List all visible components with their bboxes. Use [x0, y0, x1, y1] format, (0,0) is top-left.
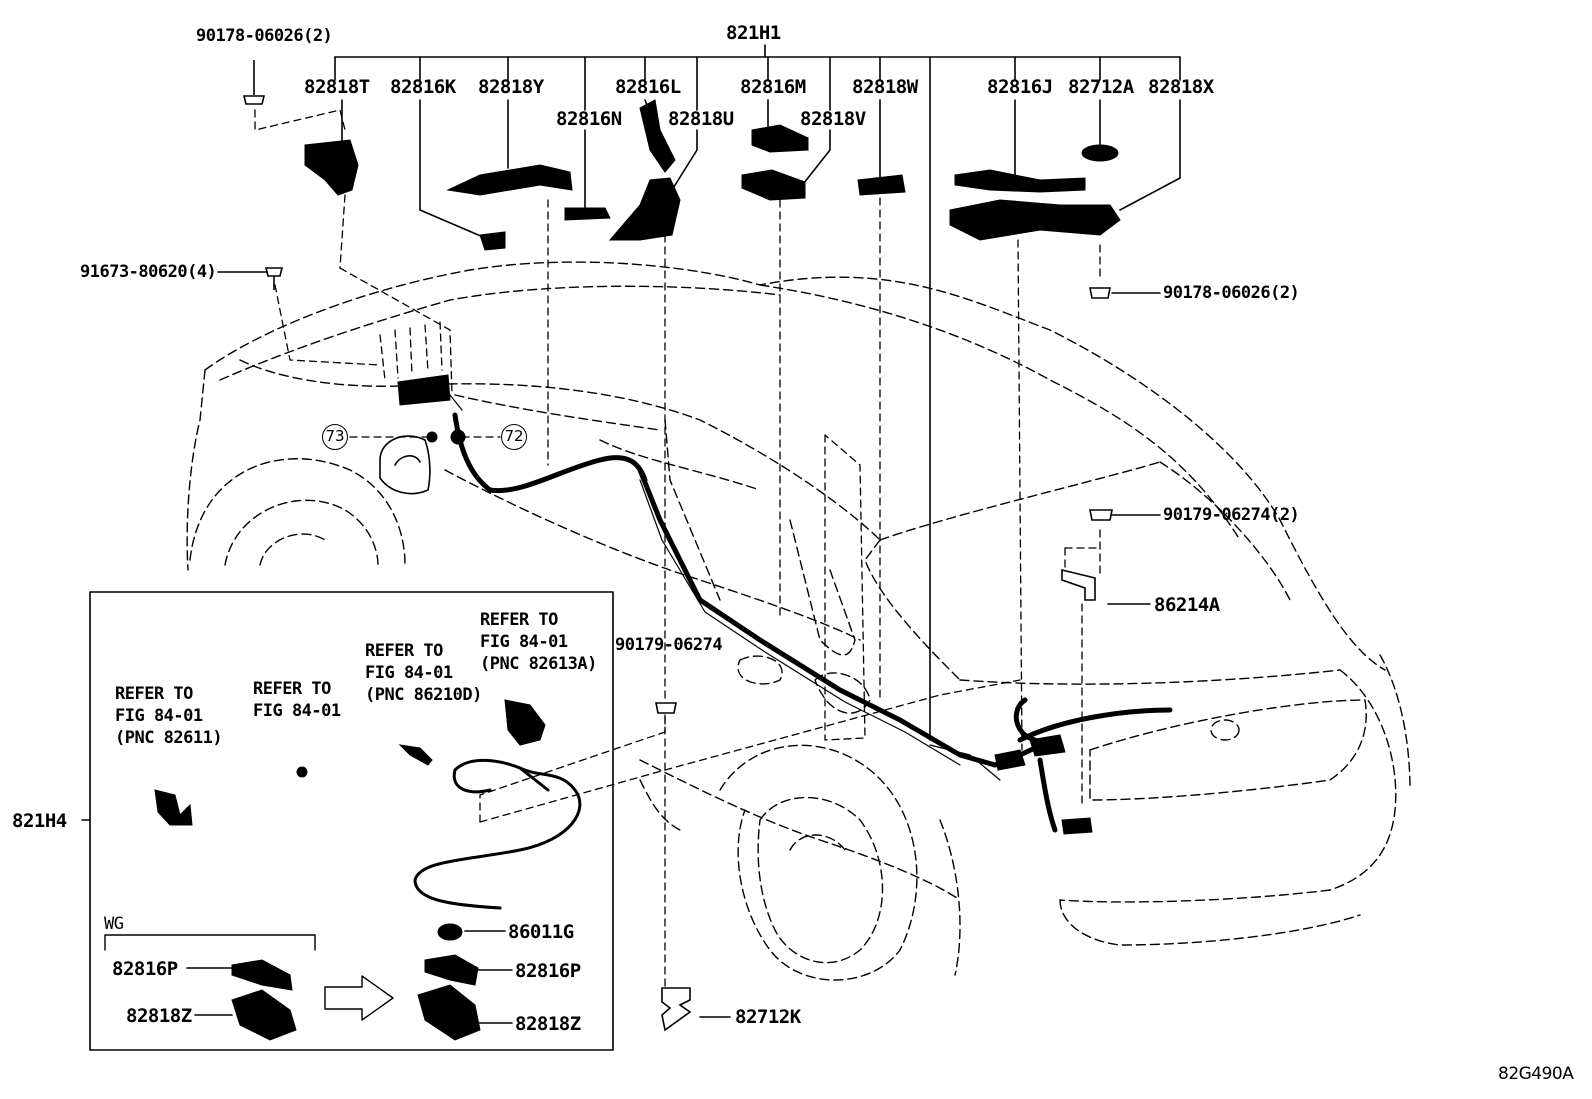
label-82818t: 82818T	[304, 76, 370, 98]
side-mirror	[379, 435, 431, 495]
label-82816j: 82816J	[987, 76, 1053, 98]
group-label-821h1: 821H1	[726, 22, 781, 44]
part-82816j-shape	[954, 169, 1086, 193]
label-82818z-left: 82818Z	[126, 1005, 192, 1027]
group-bracket-821h1	[334, 44, 1181, 741]
label-82816k: 82816K	[390, 76, 456, 98]
inset-part-82613a	[504, 699, 546, 746]
label-assembly-821h4: 821H4	[12, 810, 67, 832]
part-82816m-shape	[751, 124, 809, 153]
label-clip-right-mid: 90179-06274(2)	[1163, 505, 1300, 525]
part-82818v-shape	[741, 169, 806, 201]
label-clip-top-left: 90178-06026(2)	[196, 26, 333, 46]
label-82818z-right: 82818Z	[515, 1013, 581, 1035]
filled-parts	[154, 99, 1121, 1041]
callout-72: 72	[501, 424, 527, 450]
label-bracket-86214a: 86214A	[1154, 594, 1220, 616]
label-82818x: 82818X	[1148, 76, 1214, 98]
inset-part-82611	[154, 789, 193, 826]
note-refer-82613a: REFER TO FIG 84-01 (PNC 82613A)	[480, 610, 597, 674]
dashed-connections	[254, 109, 1101, 1001]
connector-72	[450, 429, 466, 445]
part-82818t-shape	[304, 139, 359, 196]
label-grommet-82712k: 82712K	[735, 1006, 801, 1028]
part-82818z-right-shape	[417, 984, 481, 1041]
part-82816n-shape	[564, 207, 611, 221]
vehicle-body-outline	[186, 261, 1411, 946]
tail-lights	[737, 655, 1367, 801]
wg-bracket	[104, 934, 316, 951]
wheel-front	[189, 458, 406, 566]
label-82712a: 82712A	[1068, 76, 1134, 98]
label-clip-center: 90179-06274	[615, 635, 723, 655]
part-82816k-shape	[479, 231, 506, 251]
callout-73: 73	[322, 424, 348, 450]
inset-frame	[89, 591, 614, 1051]
label-clip-right-upper: 90178-06026(2)	[1163, 283, 1300, 303]
figure-id: 82G490A	[1498, 1064, 1574, 1084]
label-wg: WG	[104, 914, 124, 934]
harness-outline	[449, 394, 1001, 781]
label-82818y: 82818Y	[478, 76, 544, 98]
part-82712a-shape	[1081, 144, 1119, 162]
harness-front-block	[397, 374, 451, 406]
note-refer-86210d: REFER TO FIG 84-01 (PNC 86210D)	[365, 641, 482, 705]
part-82818y-shape	[446, 164, 573, 196]
fastener-shapes	[242, 60, 1113, 1032]
wheel-rear	[719, 744, 961, 981]
label-82816l: 82816L	[615, 76, 681, 98]
part-82818z-left-shape	[231, 989, 297, 1041]
arrow-right-icon	[324, 975, 394, 1021]
label-82818v: 82818V	[800, 108, 866, 130]
label-82818w: 82818W	[852, 76, 918, 98]
part-82816p-right-shape	[424, 954, 479, 986]
part-86011g-shape	[437, 923, 463, 941]
part-82818u-shape	[608, 177, 681, 241]
label-82816p-right: 82816P	[515, 960, 581, 982]
part-82816l-shape	[639, 99, 676, 173]
part-82818w-shape	[857, 174, 906, 196]
label-bolt-left: 91673-80620(4)	[80, 262, 217, 282]
inset-harness	[413, 758, 582, 910]
label-82816n: 82816N	[556, 108, 622, 130]
label-82816p-left: 82816P	[112, 958, 178, 980]
label-82816m: 82816M	[740, 76, 806, 98]
part-82816p-left-shape	[231, 959, 293, 991]
note-refer-fig: REFER TO FIG 84-01	[253, 679, 341, 721]
label-82818u: 82818U	[668, 108, 734, 130]
part-82818x-shape	[949, 199, 1121, 241]
connector-73	[426, 431, 438, 443]
note-refer-82611: REFER TO FIG 84-01 (PNC 82611)	[115, 684, 223, 748]
label-86011g: 86011G	[508, 921, 574, 943]
